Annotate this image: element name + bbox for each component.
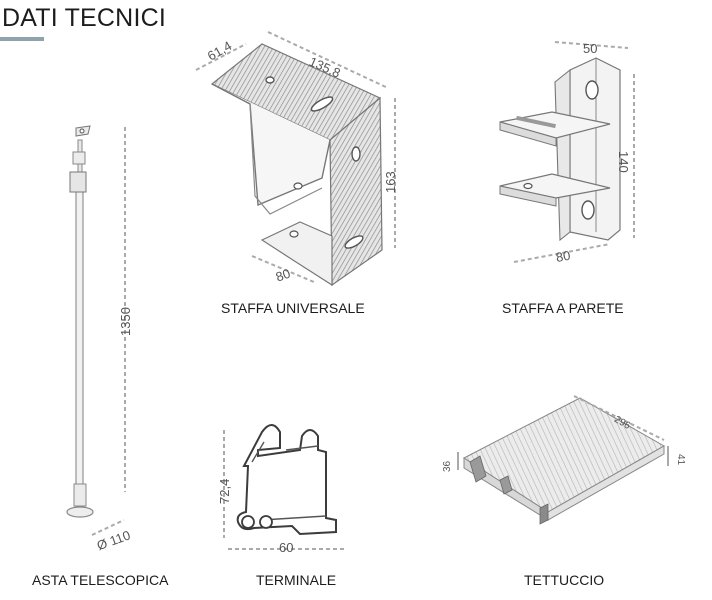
tettuccio-dim-b: 36: [442, 460, 453, 472]
caption-asta-telescopica: ASTA TELESCOPICA: [32, 572, 169, 588]
tettuccio-drawing: [457, 395, 669, 525]
staffa-a-parete-dim-a: 50: [583, 41, 597, 56]
page-title: DATI TECNICI: [2, 4, 166, 32]
staffa-a-parete-drawing: [499, 41, 635, 263]
title-accent-bar: [0, 37, 44, 41]
staffa-a-parete-dim-c: 80: [555, 248, 572, 265]
tettuccio-dim-c: 41: [675, 454, 686, 466]
staffa-a-parete-dim-b: 140: [616, 151, 631, 173]
staffa-universale-dim-a: 61,4: [205, 38, 234, 64]
caption-tettuccio: TETTUCCIO: [524, 572, 605, 588]
terminale-dim-w: 60: [279, 540, 293, 555]
asta-telescopica-drawing: [66, 125, 126, 536]
caption-staffa-universale: STAFFA UNIVERSALE: [221, 300, 365, 316]
staffa-universale-dim-d: 80: [274, 266, 293, 285]
terminale-drawing: [223, 424, 344, 550]
staffa-universale-drawing: [195, 31, 396, 287]
staffa-universale-dim-c: 163: [383, 171, 398, 193]
asta-telescopica-dim-h: 1350: [118, 307, 133, 336]
terminale-dim-h: 72,4: [217, 479, 232, 504]
caption-staffa-a-parete: STAFFA A PARETE: [502, 300, 624, 316]
caption-terminale: TERMINALE: [256, 572, 337, 588]
